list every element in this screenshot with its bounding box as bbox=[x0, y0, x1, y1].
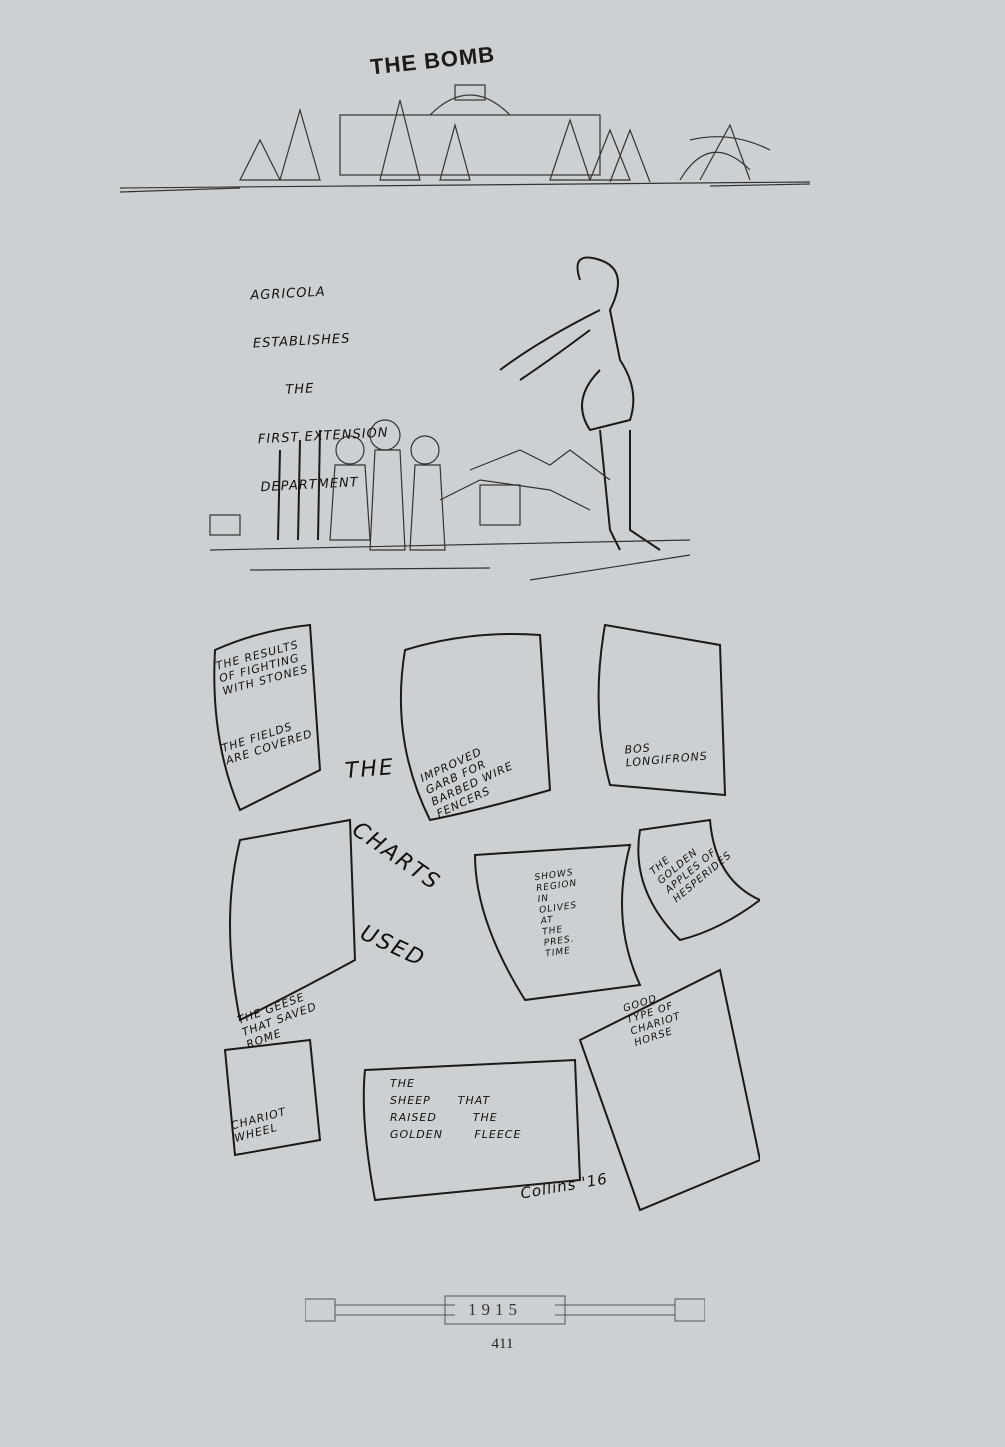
page-number: 411 bbox=[491, 1336, 514, 1352]
chart-golden-fleece: THE SHEEP THAT RAISED THE GOLDEN FLEECE bbox=[390, 1077, 522, 1141]
agricola-scene-illustration bbox=[209, 256, 691, 581]
campus-building-illustration bbox=[119, 84, 811, 193]
footer-year: 1915 bbox=[468, 1300, 522, 1319]
chart-frames bbox=[213, 623, 760, 1212]
title-word-the: THE bbox=[343, 754, 396, 785]
footer-ornament bbox=[305, 1295, 705, 1325]
